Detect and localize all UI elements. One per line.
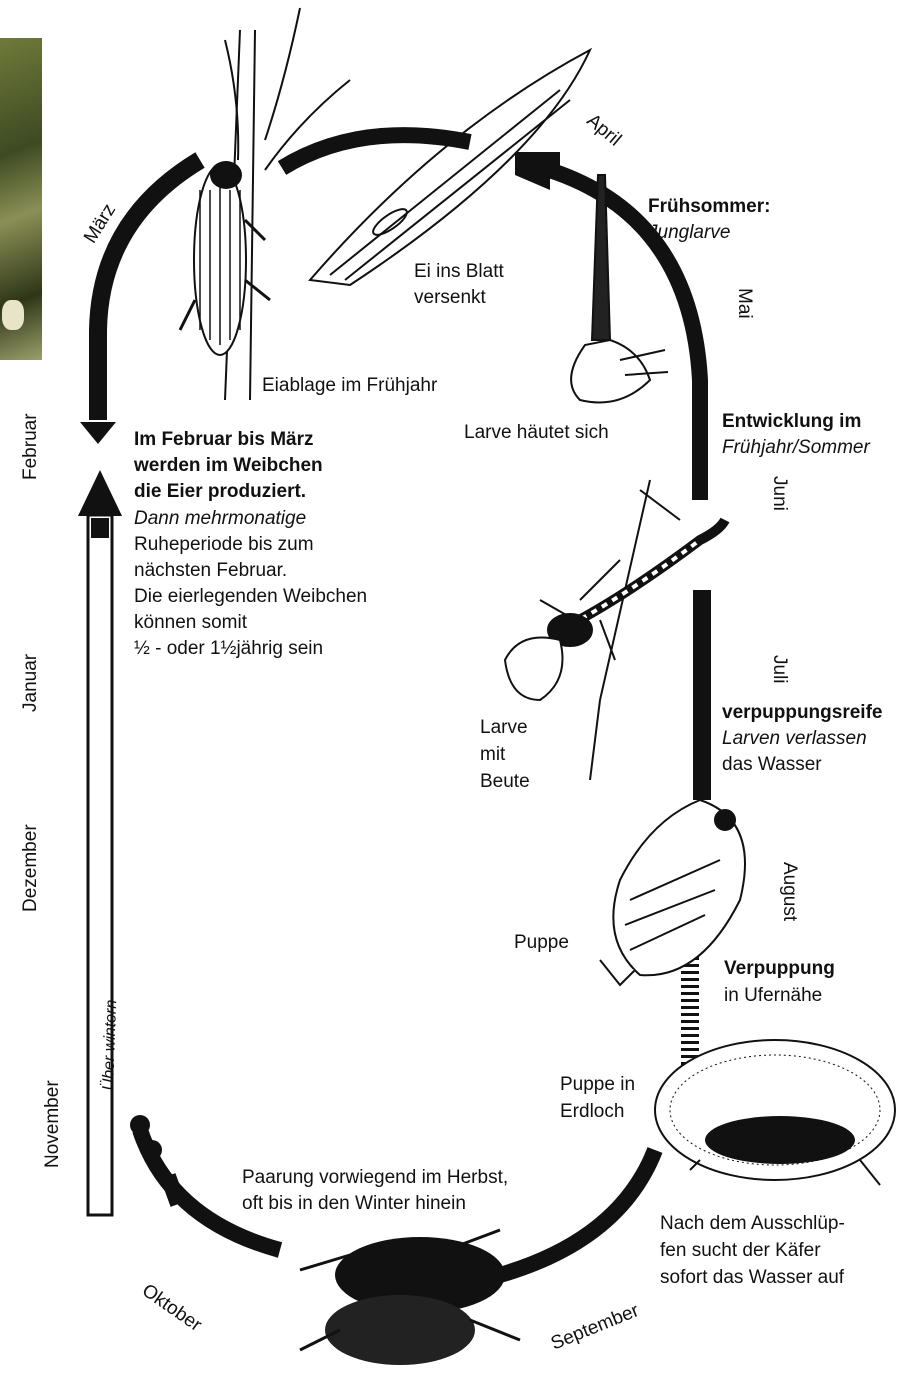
label-erdloch: Erdloch (560, 1100, 624, 1123)
label-paarung-1: Paarung vorwiegend im Herbst, (242, 1166, 508, 1189)
label-puppe-in: Puppe in (560, 1073, 635, 1096)
larva-with-prey-illustration (505, 480, 725, 780)
center-line-2: werden im Weibchen (134, 454, 323, 477)
month-februar: Februar (20, 413, 42, 480)
label-paarung-2: oft bis in den Winter hinein (242, 1192, 466, 1215)
label-verpuppungsreife: verpuppungsreife (722, 701, 882, 724)
month-juni: Juni (768, 476, 790, 511)
label-ausschluepfen-3: sofort das Wasser auf (660, 1266, 844, 1289)
label-ei-blatt-2: versenkt (414, 286, 486, 309)
center-line-5: Ruheperiode bis zum (134, 533, 314, 556)
label-puppe: Puppe (514, 931, 569, 954)
center-line-9: ½ - oder 1½jährig sein (134, 637, 323, 660)
label-larve: Larve (480, 716, 528, 739)
label-entwicklung-2: Frühjahr/Sommer (722, 436, 870, 459)
cycle-arc-spring (282, 135, 470, 168)
label-larven-verlassen: Larven verlassen (722, 727, 867, 750)
overwinter-arrow (78, 470, 122, 516)
label-larve-haeutet: Larve häutet sich (464, 421, 609, 444)
overwinter-label: Über wintern (98, 999, 123, 1090)
month-mai: Mai (733, 288, 755, 319)
month-dezember: Dezember (20, 824, 42, 912)
label-entwicklung-1: Entwicklung im (722, 410, 861, 433)
label-verpuppung: Verpuppung (724, 957, 835, 980)
center-line-7: Die eierlegenden Weibchen (134, 585, 367, 608)
month-november: November (42, 1080, 64, 1168)
month-august: August (778, 862, 800, 921)
center-line-1: Im Februar bis März (134, 428, 314, 451)
female-beetle-illustration (180, 161, 270, 355)
center-line-6: nächsten Februar. (134, 559, 287, 582)
label-beute: Beute (480, 770, 530, 793)
earth-hole-illustration (655, 1040, 895, 1185)
plant-illustration (225, 8, 350, 400)
cycle-arrow-head (80, 422, 116, 444)
label-mit: mit (480, 743, 505, 766)
mating-beetles-illustration (300, 1230, 520, 1365)
label-ausschluepfen-2: fen sucht der Käfer (660, 1239, 821, 1262)
label-ufernaehe: in Ufernähe (724, 984, 822, 1007)
label-junglarve: Junglarve (648, 221, 730, 244)
label-das-wasser: das Wasser (722, 753, 822, 776)
month-januar: Januar (20, 654, 42, 712)
cycle-arc-march (98, 160, 200, 420)
center-line-4: Dann mehrmonatige (134, 507, 306, 530)
month-juli: Juli (768, 655, 790, 684)
overwinter-bar (88, 515, 112, 1215)
label-fruehsommer: Frühsommer: (648, 195, 770, 218)
label-eiablage: Eiablage im Frühjahr (262, 374, 437, 397)
center-line-3: die Eier produziert. (134, 480, 306, 503)
cycle-arc-september (500, 1150, 655, 1275)
label-ei-blatt-1: Ei ins Blatt (414, 260, 504, 283)
label-ausschluepfen-1: Nach dem Ausschlüp- (660, 1212, 845, 1235)
center-line-8: können somit (134, 611, 247, 634)
